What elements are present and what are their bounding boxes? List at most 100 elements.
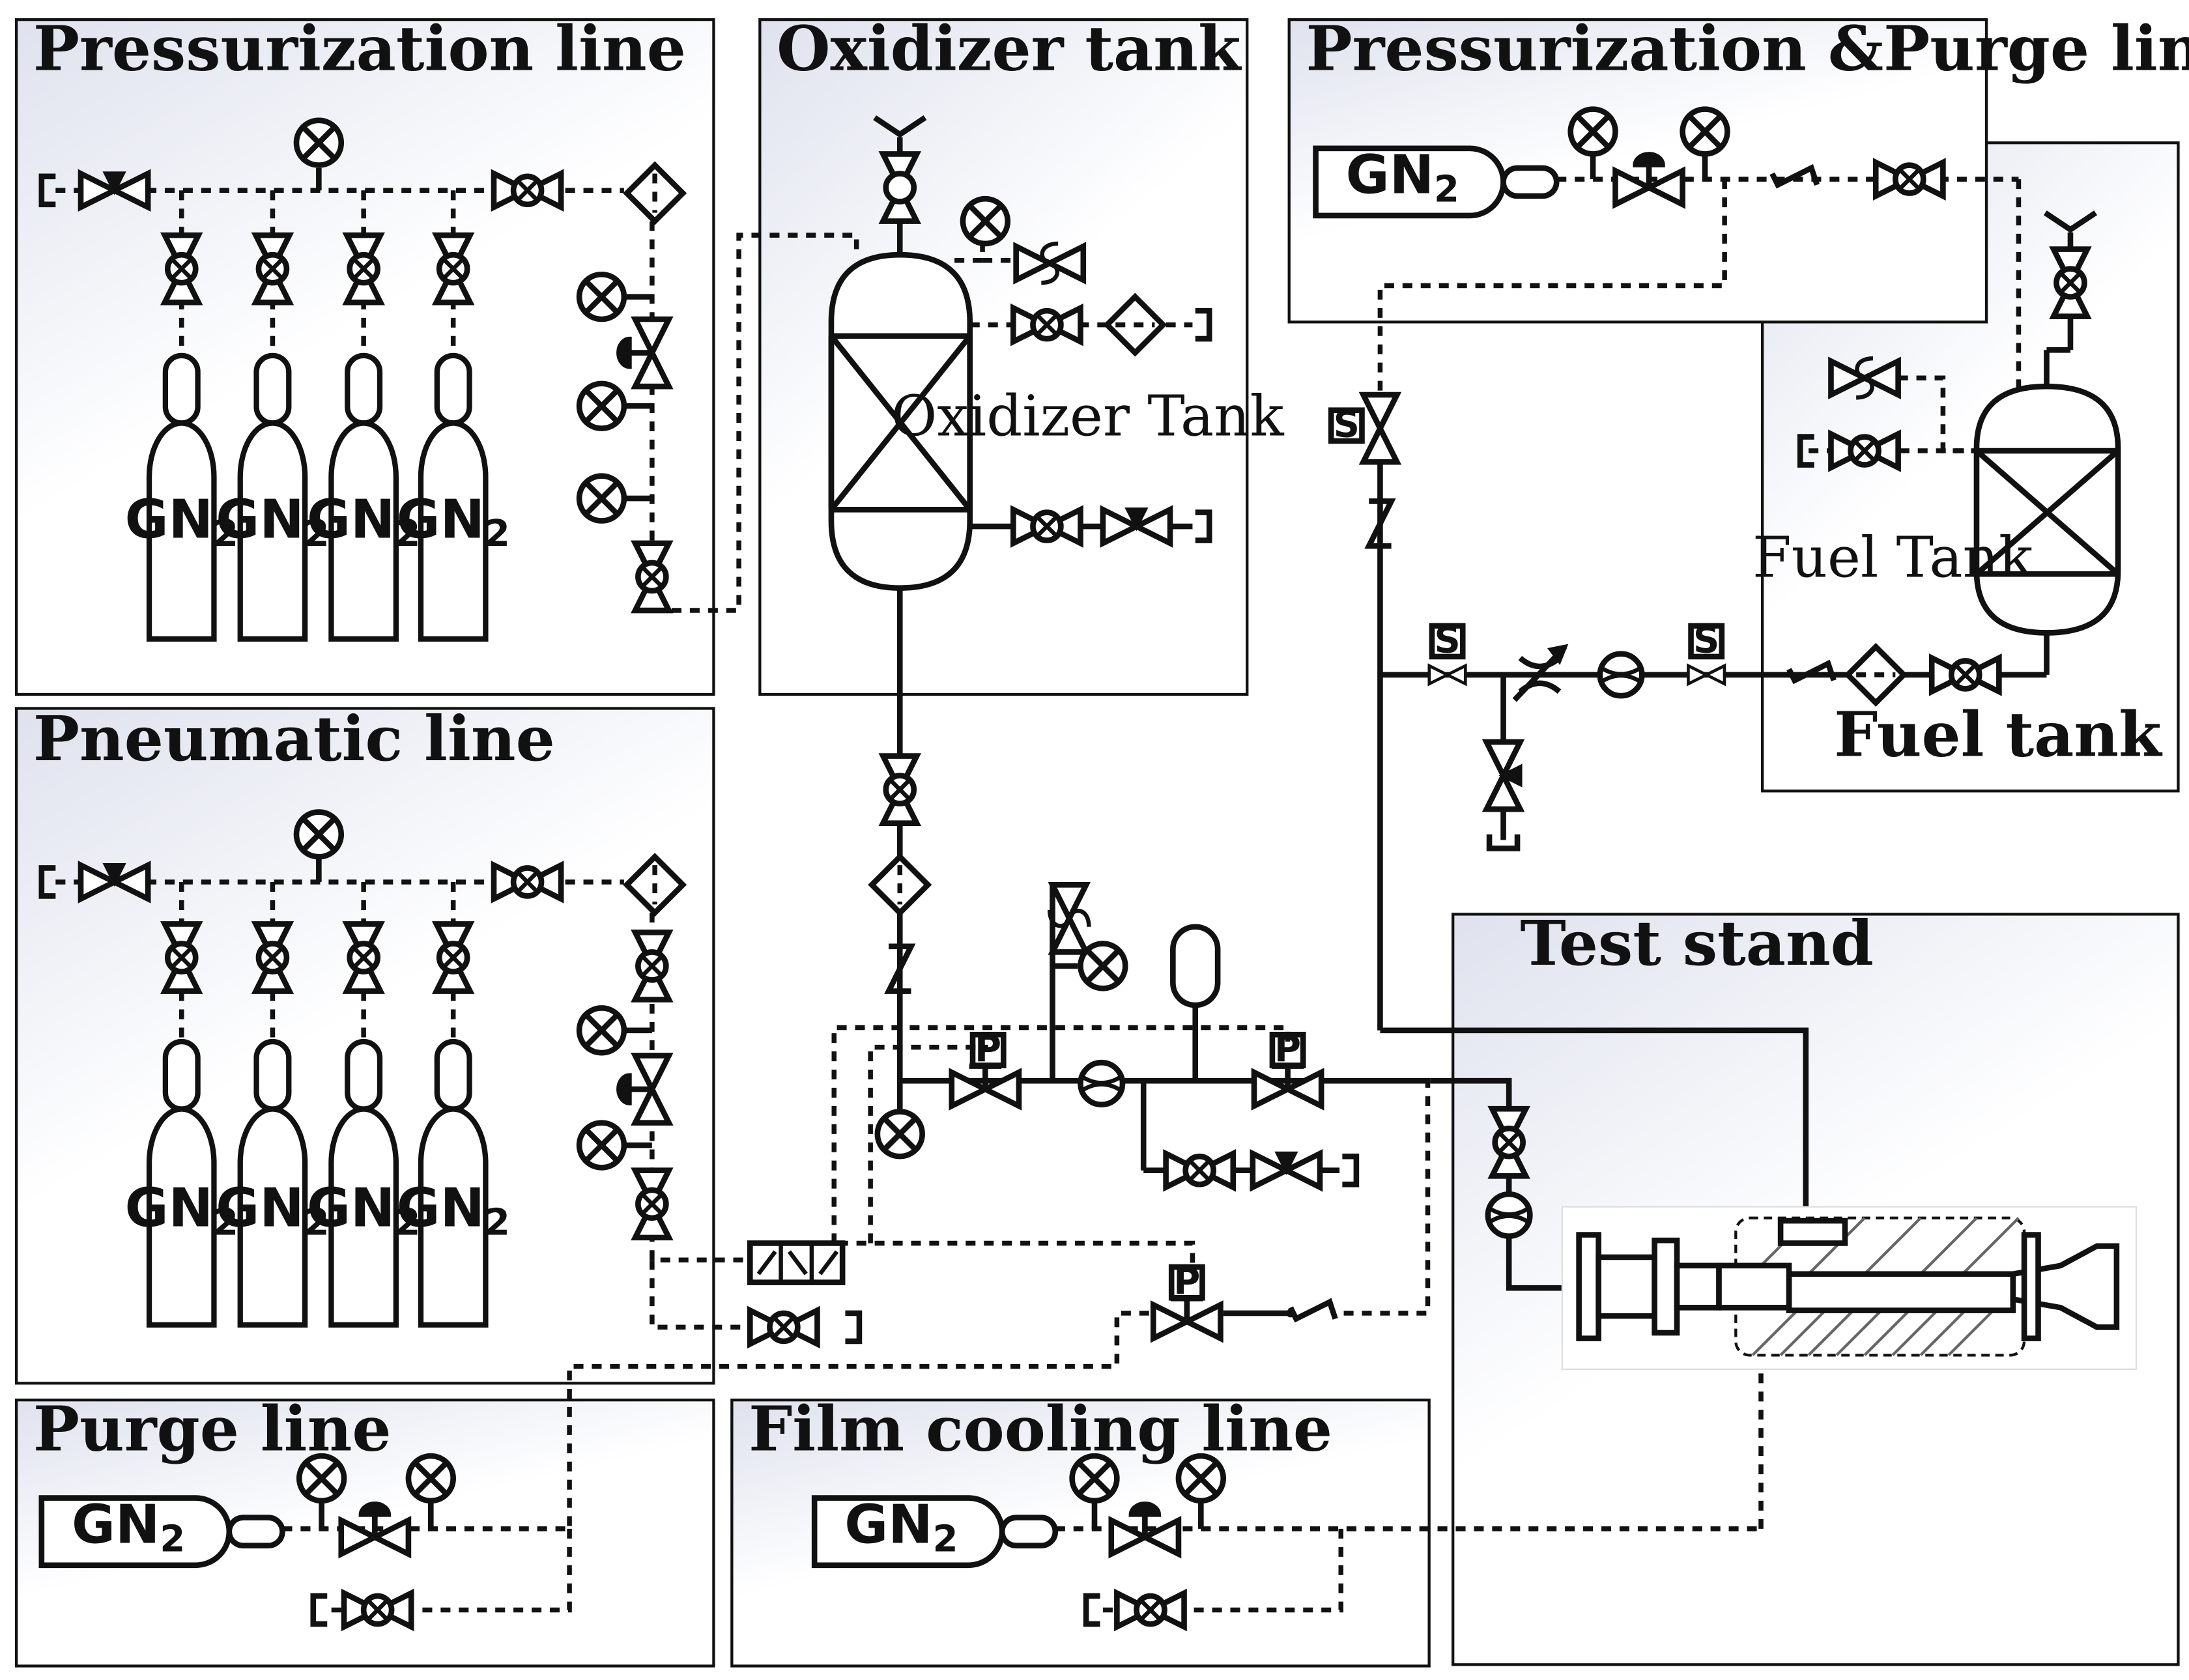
engine-cross-section-icon <box>1561 1206 2138 1370</box>
pressurization-purge-line-title: Pressurization &Purge line <box>1306 12 2189 85</box>
ball-valve-icon[interactable] <box>344 1593 411 1627</box>
gas-label: GN <box>307 489 395 550</box>
fuel-tank-label: Fuel Tank <box>1753 525 2033 590</box>
gas-label-sub: 2 <box>933 1518 958 1560</box>
solenoid-valve-icon[interactable] <box>1429 666 1466 684</box>
ball-valve-icon[interactable] <box>1492 1109 1526 1176</box>
solenoid-tag: S <box>1693 619 1719 662</box>
ball-valve-icon[interactable] <box>883 756 917 823</box>
filter-icon <box>872 857 928 913</box>
flow-meter-icon <box>1488 1194 1530 1236</box>
gas-label-sub: 2 <box>213 513 238 555</box>
ball-valve-icon[interactable] <box>347 924 380 991</box>
fuel-tank-title: Fuel tank <box>1834 699 2163 771</box>
ball-valve-icon[interactable] <box>256 235 290 302</box>
ball-valve-icon[interactable] <box>256 924 290 991</box>
fuel-tank-diagram: Fuel Tank <box>1753 213 2121 675</box>
ball-valve-icon[interactable] <box>635 1171 669 1238</box>
panel-pressurization-purge-line: Pressurization &Purge line <box>1287 12 2189 324</box>
ball-valve-icon[interactable] <box>436 235 470 302</box>
ball-valve-icon[interactable] <box>1876 162 1943 196</box>
oxidizer-feed-diagram: P P <box>567 588 1596 1526</box>
gas-label-sub: 2 <box>213 1202 238 1244</box>
ball-valve-icon[interactable] <box>1932 658 1999 692</box>
throttle-valve-icon[interactable] <box>1512 644 1569 702</box>
end-cap-icon <box>1342 1156 1356 1184</box>
ball-valve-icon[interactable] <box>1013 509 1080 543</box>
solenoid-tag: S <box>1434 619 1460 662</box>
ball-valve-icon[interactable] <box>436 924 470 991</box>
svg-text:GN2: GN2 <box>397 489 510 555</box>
ball-valve-icon[interactable] <box>494 865 561 899</box>
check-valve-icon <box>1291 1302 1336 1319</box>
pneumatic-line-diagram: GN2 GN2 GN2 GN2 <box>42 812 683 1325</box>
ball-valve-icon[interactable] <box>750 1311 817 1345</box>
svg-text:GN2: GN2 <box>1346 145 1459 211</box>
fuel-feed-diagram: S S S <box>1331 395 2047 1232</box>
accumulator-icon <box>1170 924 1221 1008</box>
pressure-gauge-icon <box>1179 1456 1223 1501</box>
gas-label: GN <box>397 489 485 550</box>
pneumatic-line-title: Pneumatic line <box>33 703 555 775</box>
svg-text:GN2: GN2 <box>844 1494 958 1560</box>
svg-text:GN2: GN2 <box>307 489 420 555</box>
ball-valve-icon[interactable] <box>165 235 199 302</box>
pressure-gauge-icon <box>579 476 624 521</box>
pressure-gauge-icon <box>1683 109 1728 154</box>
gas-label: GN <box>125 489 213 550</box>
ball-valve-icon[interactable] <box>2053 249 2087 317</box>
ball-valve-icon[interactable] <box>1013 308 1080 342</box>
oxidizer-tank-diagram: Oxidizer Tank <box>828 118 1285 591</box>
gas-label-sub: 2 <box>1434 168 1459 210</box>
pressure-gauge-icon <box>1072 1456 1117 1501</box>
pressure-gauge-icon <box>963 199 1008 244</box>
ball-valve-icon[interactable] <box>1831 434 1898 468</box>
gas-label-sub: 2 <box>395 513 420 555</box>
ball-valve-icon[interactable] <box>1166 1154 1233 1188</box>
gas-label: GN <box>125 1178 213 1240</box>
ball-valve-icon[interactable] <box>165 924 199 991</box>
pressure-gauge-icon <box>1571 109 1616 154</box>
pressure-gauge-icon <box>408 1456 453 1501</box>
pneumatic-tag: P <box>1173 1260 1200 1303</box>
relief-valve-icon[interactable] <box>1050 885 1089 952</box>
gas-label: GN <box>216 1178 304 1240</box>
directional-control-valve-icon[interactable] <box>747 1240 846 1285</box>
ball-valve-icon[interactable] <box>635 932 669 999</box>
pressure-gauge-icon <box>579 1008 624 1053</box>
solenoid-valve-icon[interactable] <box>1688 666 1724 684</box>
ball-valve-icon[interactable] <box>635 543 669 610</box>
pressure-gauge-icon <box>296 812 341 857</box>
pressurization-purge-diagram: GN2 <box>1316 109 2022 392</box>
pressure-gauge-icon <box>296 121 341 165</box>
flow-meter-icon <box>1081 1062 1123 1104</box>
pressure-gauge-icon <box>579 384 624 429</box>
needle-valve-icon[interactable] <box>1253 1154 1320 1188</box>
solenoid-tag: S <box>1334 404 1360 446</box>
oxidizer-tank-vessel <box>828 251 973 591</box>
gas-label: GN <box>397 1178 485 1240</box>
gas-label: GN <box>1346 145 1434 206</box>
gas-label: GN <box>72 1494 160 1556</box>
ball-valve-icon[interactable] <box>1117 1593 1184 1627</box>
ball-valve-icon[interactable] <box>494 173 561 207</box>
gas-label: GN <box>216 489 304 550</box>
svg-text:GN2: GN2 <box>72 1494 185 1560</box>
solenoid-valve-icon[interactable] <box>1364 395 1397 462</box>
gas-label: GN <box>307 1178 395 1240</box>
flow-meter-icon <box>1600 654 1642 696</box>
gas-label-sub: 2 <box>485 1202 510 1244</box>
pressure-gauge-icon <box>299 1456 344 1501</box>
svg-text:GN2: GN2 <box>125 489 238 555</box>
needle-valve-icon[interactable] <box>1487 742 1521 809</box>
pressure-gauge-icon <box>579 1123 624 1168</box>
ball-valve-icon[interactable] <box>347 235 380 302</box>
gas-label-sub: 2 <box>485 513 510 555</box>
purge-line-diagram: GN2 <box>42 1456 572 1627</box>
svg-text:GN2: GN2 <box>125 1178 238 1244</box>
oxidizer-tank-title: Oxidizer tank <box>777 12 1242 85</box>
fuel-tank-vessel <box>1973 350 2121 636</box>
panel-oxidizer-tank: Oxidizer tank <box>758 12 1249 696</box>
gas-label: GN <box>844 1494 932 1556</box>
